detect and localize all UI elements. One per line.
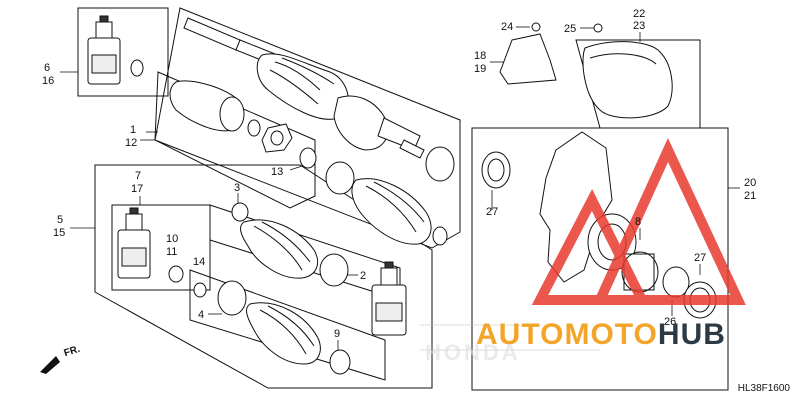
diagram-part-code: HL38F1600 [737, 383, 790, 394]
boot-kit-box-2 [189, 269, 386, 381]
callout-22: 22 [633, 8, 646, 20]
callout-27-left: 27 [486, 206, 499, 218]
callout-18: 18 [474, 50, 487, 62]
callout-23: 23 [633, 20, 646, 32]
callout-9: 9 [334, 328, 341, 340]
watermark-brand-part2: HUB [657, 318, 726, 351]
grease-box-bottom [111, 204, 211, 291]
callout-7: 7 [135, 170, 142, 182]
callout-19: 19 [474, 63, 487, 75]
callout-2: 2 [360, 270, 367, 282]
watermark-brand-part1: AUTOMOTO [476, 318, 658, 351]
callout-15: 15 [53, 227, 66, 239]
callout-13: 13 [271, 166, 284, 178]
callout-27-right: 27 [694, 252, 707, 264]
callout-21: 21 [744, 190, 757, 202]
watermark-maker: HONDA [425, 340, 521, 365]
callout-14: 14 [193, 256, 206, 268]
callout-25: 25 [564, 23, 577, 35]
callout-17: 17 [131, 183, 144, 195]
callout-11: 11 [166, 246, 178, 258]
callout-24: 24 [501, 21, 514, 33]
inner-joint-box [154, 71, 316, 209]
callout-6: 6 [44, 62, 51, 74]
callout-3: 3 [234, 182, 241, 194]
grease-box-top [77, 7, 169, 97]
lower-boot-box [94, 164, 433, 389]
callout-16: 16 [42, 75, 55, 87]
callout-1: 1 [130, 124, 137, 136]
callout-12: 12 [125, 137, 138, 149]
watermark-logo: AUTOMOTOHUB [476, 318, 726, 352]
callout-20: 20 [744, 177, 757, 189]
callout-8: 8 [635, 216, 642, 228]
callout-26: 26 [664, 316, 677, 328]
callout-5: 5 [57, 214, 64, 226]
callout-10: 10 [166, 233, 179, 245]
callout-4: 4 [198, 309, 205, 321]
